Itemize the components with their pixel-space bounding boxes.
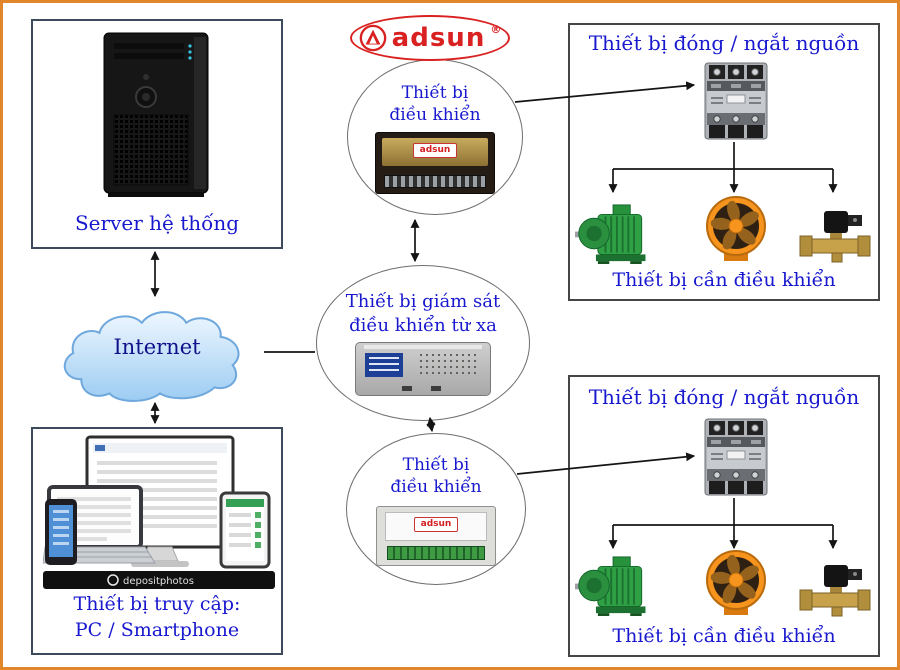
valve-icon <box>798 209 872 267</box>
fan-icon <box>702 549 770 617</box>
power-top-box: Thiết bị đóng / ngắt nguồn Thiết bị cần … <box>568 23 880 301</box>
remote-hub-ellipse: Thiết bị giám sát điều khiển từ xa <box>316 265 530 421</box>
device-button <box>401 386 412 391</box>
contactor-icon <box>703 59 769 143</box>
devices-cluster-image: depositphotos <box>43 435 275 589</box>
controller-bottom-label-line1: Thiết bị <box>402 455 470 475</box>
cloud-shape <box>63 311 240 402</box>
adsun-logo-text: adsun <box>391 23 486 53</box>
adsun-device-badge: adsun <box>413 143 457 158</box>
power-bottom-title: Thiết bị đóng / ngắt nguồn <box>588 385 860 409</box>
controller-bottom-device-image: adsun <box>376 506 496 566</box>
valve-icon <box>798 563 872 621</box>
controller-top-device-image: adsun <box>375 132 495 194</box>
hub-device-image <box>355 342 491 396</box>
internet-label: Internet <box>113 335 201 359</box>
fan-icon <box>702 195 770 263</box>
hub-label-line1: Thiết bị giám sát <box>345 291 501 312</box>
watermark-icon <box>107 574 119 586</box>
watermark-text: depositphotos <box>123 576 194 587</box>
access-box: depositphotos Thiết bị truy cập: PC / Sm… <box>31 427 283 655</box>
server-box: Server hệ thống <box>31 19 283 249</box>
contactor-icon <box>703 415 769 499</box>
motor-icon <box>575 555 655 616</box>
device-blue-label <box>365 353 403 377</box>
motor-icon <box>575 203 655 264</box>
controller-top-label-line2: điều khiển <box>389 105 481 125</box>
internet-cloud <box>51 299 263 403</box>
controller-bottom-ellipse: Thiết bị điều khiển adsun <box>346 433 526 585</box>
access-label-line1: Thiết bị truy cập: <box>73 593 241 615</box>
terminal-pins-green <box>387 546 485 560</box>
power-bottom-caption: Thiết bị cần điều khiển <box>612 625 836 647</box>
speaker-grid <box>418 352 480 378</box>
adsun-device-badge: adsun <box>414 517 458 532</box>
controller-top-ellipse: Thiết bị điều khiển adsun <box>347 59 523 215</box>
terminal-pins <box>384 175 486 188</box>
adsun-logo: adsun ® <box>350 15 510 61</box>
power-top-title: Thiết bị đóng / ngắt nguồn <box>588 31 860 55</box>
controller-bottom-label-line2: điều khiển <box>390 477 482 497</box>
server-label: Server hệ thống <box>74 211 240 235</box>
power-bottom-box: Thiết bị đóng / ngắt nguồn Thiết bị cần … <box>568 375 880 657</box>
registered-mark: ® <box>490 23 502 36</box>
adsun-logo-icon <box>359 24 386 52</box>
hub-label-line2: điều khiển từ xa <box>349 315 497 336</box>
access-label-line2: PC / Smartphone <box>74 619 240 641</box>
device-button <box>431 386 442 391</box>
server-tower-image <box>103 32 209 197</box>
controller-top-label-line1: Thiết bị <box>401 83 469 103</box>
device-top-strip <box>364 345 482 349</box>
power-top-caption: Thiết bị cần điều khiển <box>612 269 836 291</box>
